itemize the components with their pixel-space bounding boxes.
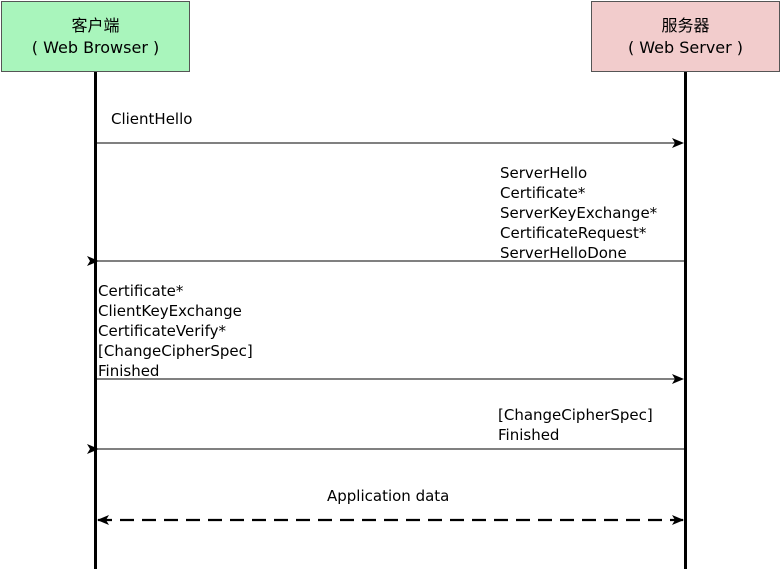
client-lifeline [94, 72, 97, 569]
message-line: Application data [327, 487, 450, 505]
message-line: ClientKeyExchange [98, 302, 242, 320]
message-line: ClientHello [111, 110, 193, 128]
label-server-finish-group: [ChangeCipherSpec] Finished [498, 405, 653, 445]
message-line: ServerHelloDone [500, 244, 627, 262]
message-line: Finished [98, 362, 160, 380]
server-participant-box: 服务器 ( Web Server ) [591, 1, 780, 72]
client-subtitle: ( Web Browser ) [31, 37, 160, 57]
message-line: ServerHello [500, 164, 588, 182]
message-line: Finished [498, 426, 560, 444]
server-name: 服务器 [661, 15, 710, 35]
server-subtitle: ( Web Server ) [627, 37, 744, 57]
message-line: [ChangeCipherSpec] [498, 406, 653, 424]
message-line: ServerKeyExchange* [500, 204, 658, 222]
label-application-data: Application data [327, 486, 449, 506]
client-name: 客户端 [71, 15, 120, 35]
message-line: CertificateRequest* [500, 224, 647, 242]
message-line: CertificateVerify* [98, 322, 226, 340]
client-participant-box: 客户端 ( Web Browser ) [1, 1, 190, 72]
message-line: Certificate* [98, 282, 184, 300]
server-lifeline [684, 72, 687, 569]
message-line: [ChangeCipherSpec] [98, 342, 253, 360]
message-line: Certificate* [500, 184, 586, 202]
label-client-hello: ClientHello [111, 109, 192, 129]
